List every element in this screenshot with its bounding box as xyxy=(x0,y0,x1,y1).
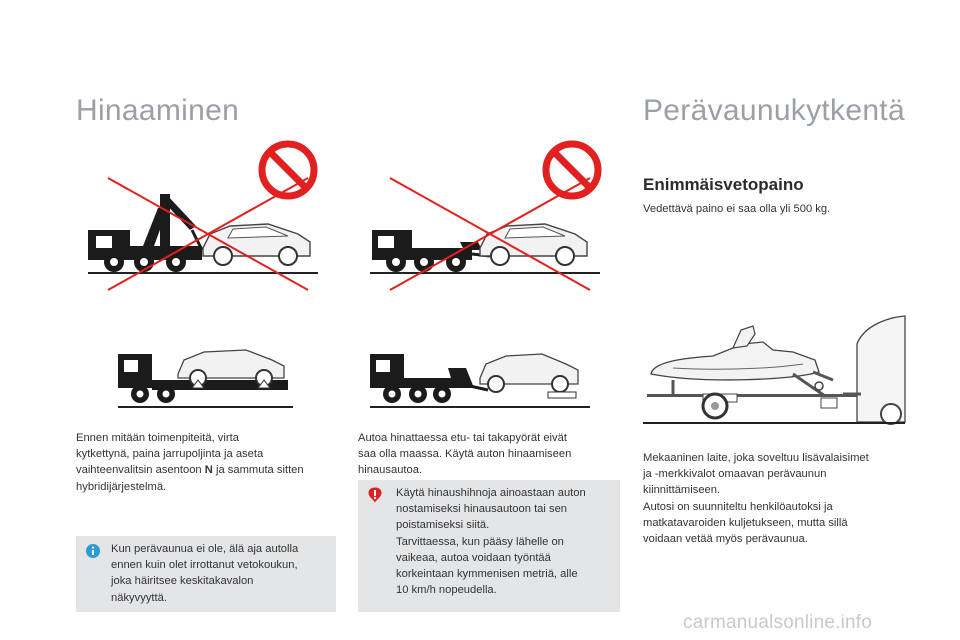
towing-instructions: Ennen mitään toimenpiteitä, virta kytket… xyxy=(76,430,346,495)
tow-truck-wheel-lift-prohibited-illustration xyxy=(370,140,602,291)
info-line-1: Kun perävaunua ei ole, älä aja autolla xyxy=(111,543,299,555)
gear-neutral: N xyxy=(204,464,213,477)
hitch-line-1: Mekaaninen laite, joka soveltuu lisävala… xyxy=(643,452,869,464)
hitch-line-4: Autosi on suunniteltu henkilöautoksi ja xyxy=(643,500,833,513)
warning-line-7: 10 km/h nopeudella. xyxy=(396,584,497,597)
gear-text-before: vaihteenvalitsin asentoon xyxy=(76,464,205,477)
flatbed-truck-illustration xyxy=(118,349,293,408)
hitch-line-5: matkatavaroiden kuljetukseen, mutta sill… xyxy=(643,516,848,529)
warning-line-6: korkeintaan kymmenisen metriä, alle xyxy=(396,568,578,581)
hitch-line-6: voidaan vetää myös perävaunua. xyxy=(643,533,808,546)
max-towing-weight-text: Vedettävä paino ei saa olla yli 500 kg. xyxy=(643,203,831,215)
wheels-line-1: Autoa hinattaessa etu- tai takapyörät ei… xyxy=(358,432,567,444)
warning-line-2: nostamiseksi hinausautoon tai sen xyxy=(396,503,568,516)
trailer-hitch-description: Mekaaninen laite, joka soveltuu lisävala… xyxy=(643,450,913,547)
page-title-trailer-hitch: Perävaunukytkentä xyxy=(643,94,905,127)
warning-line-1: Käytä hinaushihnoja ainoastaan auton xyxy=(396,487,586,499)
towing-line-4: hybridijärjestelmä. xyxy=(76,480,167,493)
towing-line-2: kytkettynä, paina jarrupoljinta ja aseta xyxy=(76,448,264,461)
info-icon xyxy=(86,544,100,558)
wheels-line-2: saa olla maassa. Käytä auton hinaamiseen xyxy=(358,448,572,461)
warning-box-towing-straps: Käytä hinaushihnoja ainoastaan auton nos… xyxy=(358,480,620,612)
gear-text-after: ja sammuta sitten xyxy=(212,464,304,477)
warning-line-4: Tarvittaessa, kun pääsy lähelle on xyxy=(396,535,564,548)
info-line-2: ennen kuin olet irrottanut vetokoukun, xyxy=(111,559,298,572)
warning-box-text: Käytä hinaushihnoja ainoastaan auton nos… xyxy=(396,485,586,598)
info-line-4: näkyvyyttä. xyxy=(111,591,167,604)
towing-line-3: vaihteenvalitsin asentoon N ja sammuta s… xyxy=(76,462,346,478)
warning-line-3: poistamiseksi siitä. xyxy=(396,519,490,532)
tow-truck-crane-prohibited-illustration xyxy=(88,140,318,291)
info-line-3: joka häiritsee keskitakavalon xyxy=(111,575,254,588)
jetski-trailer-illustration xyxy=(643,315,906,425)
towing-wheels-note: Autoa hinattaessa etu- tai takapyörät ei… xyxy=(358,430,618,479)
wheels-line-3: hinausautoa. xyxy=(358,464,423,477)
warning-icon xyxy=(368,487,382,503)
wheel-lift-truck-illustration xyxy=(370,353,590,408)
warning-line-5: vaikeaa, autoa voidaan työntää xyxy=(396,551,551,564)
hitch-line-2: ja -merkkivalot omaavan perävaunun xyxy=(643,468,827,481)
towing-line-1: Ennen mitään toimenpiteitä, virta xyxy=(76,432,239,444)
watermark: carmanualsonline.info xyxy=(683,612,873,633)
section-heading-max-towing: Enimmäisvetopaino xyxy=(643,175,804,194)
hitch-line-3: kiinnittämiseen. xyxy=(643,484,721,497)
info-box-text: Kun perävaunua ei ole, älä aja autolla e… xyxy=(111,541,298,606)
info-box-tow-hook: Kun perävaunua ei ole, älä aja autolla e… xyxy=(76,536,336,612)
page-title-towing: Hinaaminen xyxy=(76,94,240,127)
